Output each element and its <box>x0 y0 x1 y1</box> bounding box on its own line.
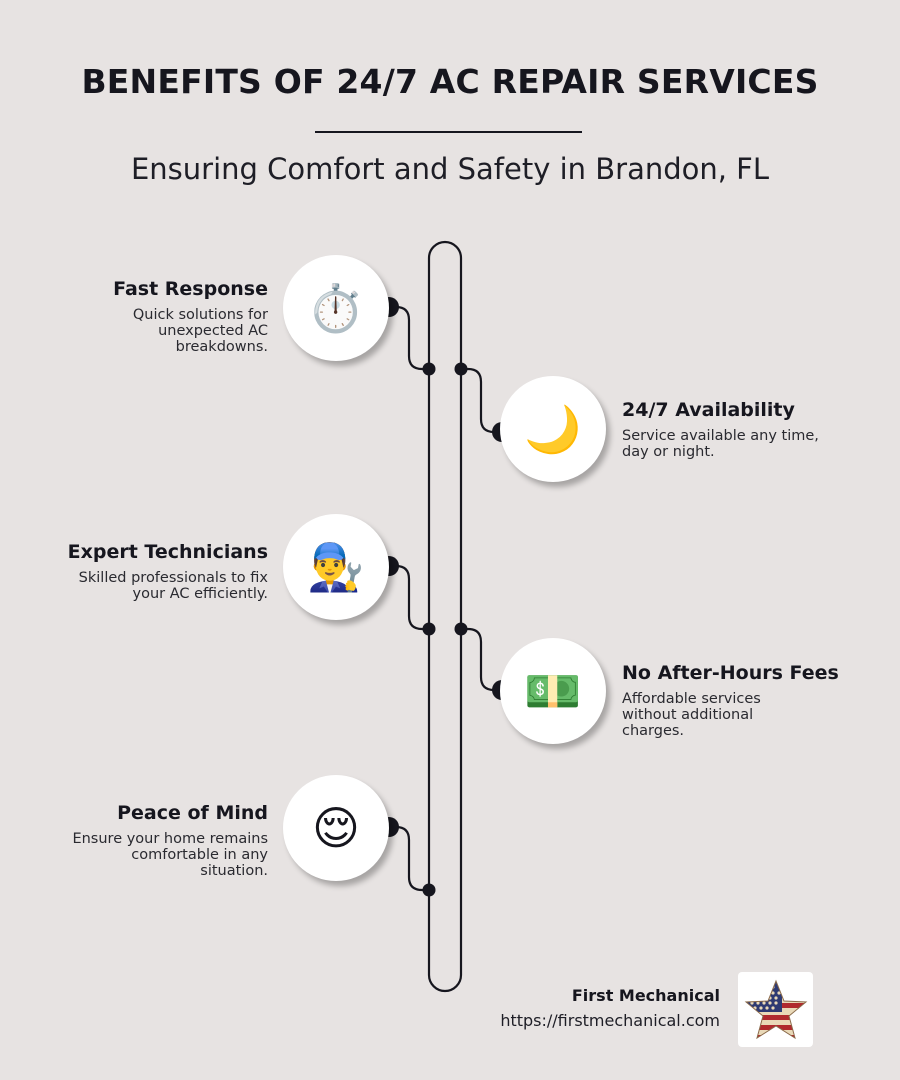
benefit-fast-response: Fast Response Quick solutions for unexpe… <box>113 277 268 355</box>
page-subtitle: Ensuring Comfort and Safety in Brandon, … <box>130 152 770 186</box>
relieved-face-icon: 😌 <box>283 775 389 881</box>
benefit-peace-of-mind: Peace of Mind Ensure your home remains c… <box>72 801 268 879</box>
benefit-title: No After-Hours Fees <box>622 662 839 684</box>
benefit-description: Skilled professionals to fix your AC eff… <box>78 570 268 602</box>
crescent-moon-icon: 🌙 <box>500 376 606 482</box>
dollar-banknote-icon: 💵 <box>500 638 606 744</box>
page-title: BENEFITS OF 24/7 AC REPAIR SERVICES <box>81 62 819 101</box>
benefit-description: Service available any time, day or night… <box>622 428 819 460</box>
benefit-title: Fast Response <box>113 278 268 300</box>
title-divider <box>315 131 582 133</box>
benefit-expert-technicians: Expert Technicians Skilled professionals… <box>68 540 268 602</box>
benefit-title: Expert Technicians <box>67 541 268 563</box>
benefit-description: Affordable services without additional c… <box>622 691 761 739</box>
stopwatch-icon: ⏱️ <box>283 255 389 361</box>
benefit-no-fees: No After-Hours Fees Affordable services … <box>622 661 839 739</box>
benefit-title: Peace of Mind <box>117 802 268 824</box>
benefit-description: Ensure your home remains comfortable in … <box>72 831 268 879</box>
benefit-title: 24/7 Availability <box>622 399 795 421</box>
brand-url-link[interactable]: https://firstmechanical.com <box>500 1011 720 1030</box>
mechanic-icon: 👨‍🔧 <box>283 514 389 620</box>
star-logo-svg <box>744 979 807 1039</box>
brand-name: First Mechanical <box>571 986 720 1005</box>
american-flag-star-icon <box>738 972 813 1047</box>
benefit-description: Quick solutions for unexpected AC breakd… <box>132 307 268 355</box>
benefit-availability: 24/7 Availability Service available any … <box>622 398 819 460</box>
